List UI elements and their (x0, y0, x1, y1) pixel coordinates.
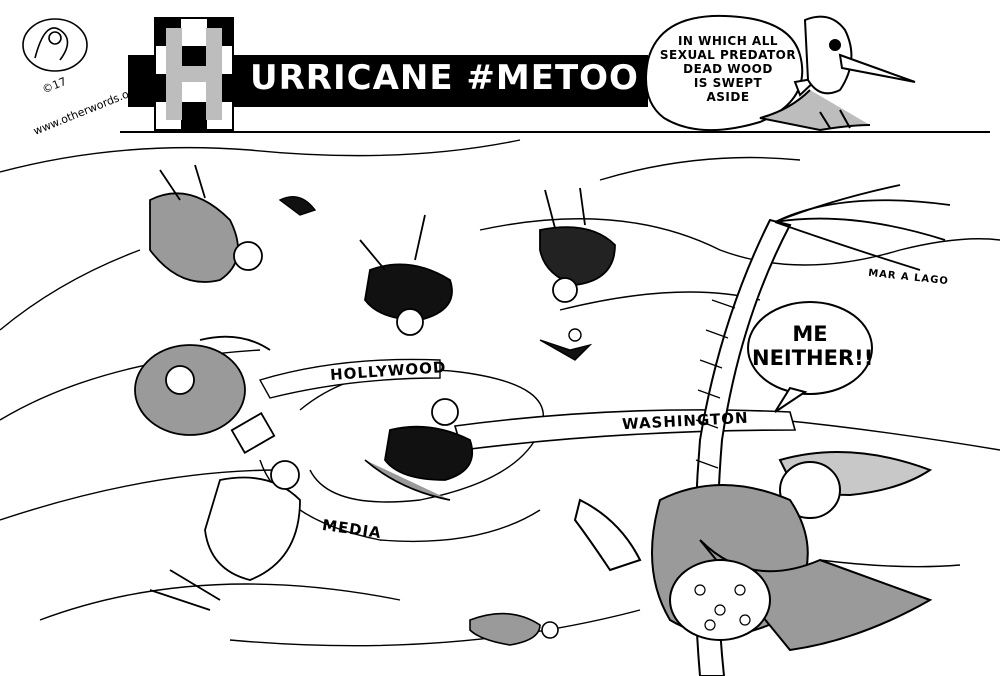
caption-line-2: SEXUAL PREDATOR (659, 48, 797, 62)
hurricane-wind-lines (0, 139, 1000, 647)
caption-text: IN WHICH ALL SEXUAL PREDATOR DEAD WOOD I… (658, 34, 798, 104)
speech-bubble-shape (747, 301, 873, 413)
caption-line-1: IN WHICH ALL (677, 34, 779, 48)
tumbling-figure-center-top (359, 214, 453, 336)
tumbling-figure-left-mid (134, 335, 276, 454)
speech-line-2: NEITHER!! (752, 346, 874, 370)
tumbling-figure-bottom-left (149, 460, 301, 611)
artist-signature-mark (22, 18, 88, 72)
caption-line-4: IS SWEPT (693, 76, 763, 90)
speech-line-1: ME (792, 322, 828, 346)
tumbling-figure-top-left (149, 164, 263, 283)
caption-line-3: DEAD WOOD (683, 62, 773, 76)
speech-text: ME NEITHER!! (752, 322, 874, 370)
tumbling-figure-center (364, 398, 474, 501)
small-figure-flying (278, 196, 593, 361)
figure-clinging-to-tree (573, 451, 933, 652)
tumbling-figure-bottom (469, 612, 559, 646)
banner-h-block (128, 17, 648, 131)
bird-figure (759, 15, 916, 132)
banner-title: URRICANE #METOO (250, 58, 639, 98)
hollywood-ribbon (258, 358, 441, 399)
tumbling-figure-top-right (539, 187, 616, 303)
caption-line-5: ASIDE (706, 90, 750, 104)
caption-bubble-shape (645, 14, 822, 132)
